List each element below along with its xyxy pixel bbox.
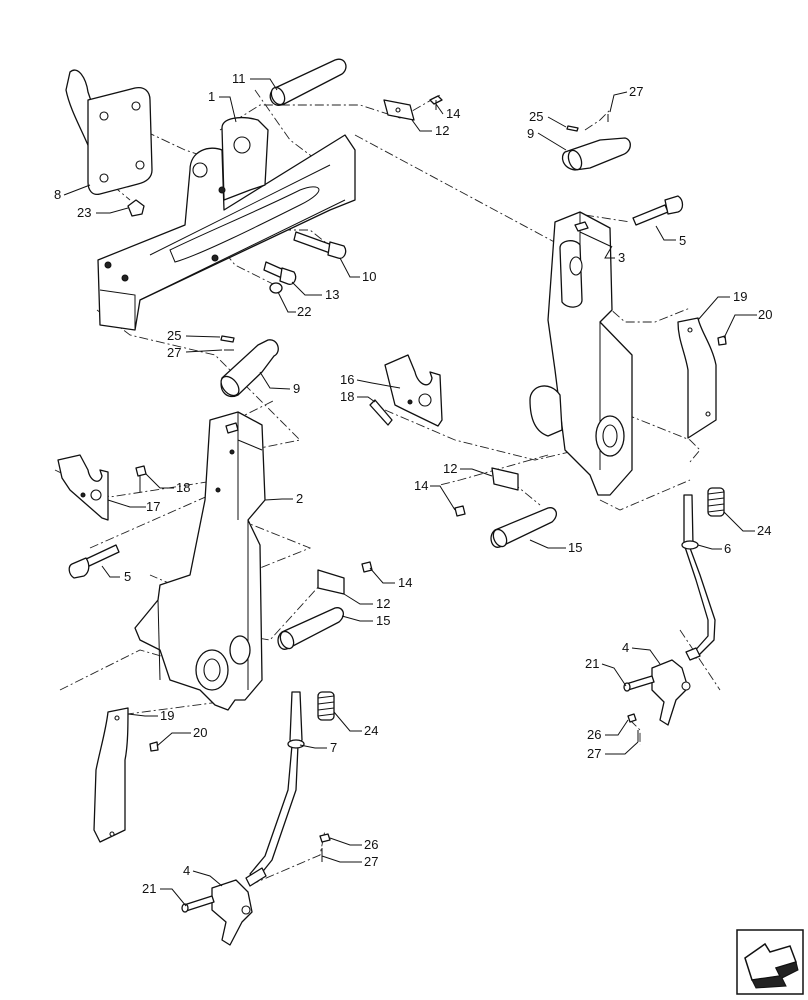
callout-7: 7 xyxy=(330,740,337,755)
callout-2: 2 xyxy=(296,491,303,506)
callout-12: 12 xyxy=(376,596,390,611)
spring-part-24-left xyxy=(317,691,335,721)
callout-1: 1 xyxy=(208,89,215,104)
callout-9: 9 xyxy=(527,126,534,141)
pin-part-21-left xyxy=(181,895,215,913)
bolt-part-10 xyxy=(293,231,347,259)
rod-part-7 xyxy=(245,691,305,887)
rod-part-6 xyxy=(681,494,716,661)
plate-part-12-low xyxy=(317,569,345,595)
screw-part-20-left xyxy=(149,741,159,752)
leader-lines xyxy=(63,78,757,907)
callout-19: 19 xyxy=(160,708,174,723)
callout-13: 13 xyxy=(325,287,339,302)
callout-21: 21 xyxy=(142,881,156,896)
callout-24: 24 xyxy=(757,523,771,538)
lower-link-part-3 xyxy=(529,211,633,496)
bolt-part-5-left xyxy=(68,544,120,579)
callout-26: 26 xyxy=(364,837,378,852)
callout-17: 17 xyxy=(146,499,160,514)
page-turn-arrow-icon[interactable] xyxy=(736,929,804,995)
plate-part-19-left xyxy=(93,707,129,843)
callout-18: 18 xyxy=(176,480,190,495)
callout-labels: 11 1 14 12 27 25 9 8 23 5 3 10 13 22 19 … xyxy=(54,71,772,896)
callout-18: 18 xyxy=(340,389,354,404)
callout-20: 20 xyxy=(758,307,772,322)
callout-21: 21 xyxy=(585,656,599,671)
assembly-centerlines xyxy=(54,89,721,886)
callout-4: 4 xyxy=(622,640,629,655)
callout-23: 23 xyxy=(77,205,91,220)
bolt-part-18-mid xyxy=(369,399,393,426)
nut-part-23 xyxy=(127,199,145,217)
callout-6: 6 xyxy=(724,541,731,556)
callout-12: 12 xyxy=(435,123,449,138)
pin-part-15-left xyxy=(277,607,345,650)
callout-27: 27 xyxy=(587,746,601,761)
callout-14: 14 xyxy=(398,575,412,590)
callout-20: 20 xyxy=(193,725,207,740)
screw-part-20-right xyxy=(717,335,727,346)
pin-part-26-right xyxy=(627,713,637,723)
lever-part-4-right xyxy=(651,659,691,726)
latch-part-9-top xyxy=(561,137,631,171)
screw-part-14-top xyxy=(429,95,443,110)
pin-part-25-top xyxy=(566,125,579,132)
callout-3: 3 xyxy=(618,250,625,265)
callout-24: 24 xyxy=(364,723,378,738)
pin-part-11 xyxy=(269,58,347,106)
callout-4: 4 xyxy=(183,863,190,878)
callout-27: 27 xyxy=(167,345,181,360)
spring-part-24-right xyxy=(707,487,725,517)
bolt-part-5-top xyxy=(632,195,684,226)
callout-12: 12 xyxy=(443,461,457,476)
callout-25: 25 xyxy=(167,328,181,343)
lower-link-part-2 xyxy=(134,411,266,711)
pin-part-21-right xyxy=(623,675,655,692)
callout-5: 5 xyxy=(679,233,686,248)
pin-part-26-left xyxy=(319,833,331,843)
nut-part-22 xyxy=(269,282,283,294)
callout-22: 22 xyxy=(297,304,311,319)
callout-11: 11 xyxy=(232,71,246,86)
callout-10: 10 xyxy=(362,269,376,284)
lever-part-4-left xyxy=(211,879,253,946)
plate-part-12-mid xyxy=(491,467,519,491)
plate-part-19-right xyxy=(677,317,717,439)
hook-bracket-part-8 xyxy=(65,69,153,196)
screw-part-14-mid xyxy=(454,505,466,517)
pin-part-15-right xyxy=(490,507,558,548)
pin-part-25-mid xyxy=(220,335,235,343)
cross-beam-part-1 xyxy=(97,117,356,331)
callout-27: 27 xyxy=(364,854,378,869)
callout-19: 19 xyxy=(733,289,747,304)
hook-plate-part-16 xyxy=(384,354,443,427)
callout-16: 16 xyxy=(340,372,354,387)
callout-9: 9 xyxy=(293,381,300,396)
callout-8: 8 xyxy=(54,187,61,202)
latch-part-9-mid xyxy=(220,339,279,398)
bolt-part-13 xyxy=(263,261,297,285)
callout-27: 27 xyxy=(629,84,643,99)
callout-25: 25 xyxy=(529,109,543,124)
callout-14: 14 xyxy=(414,478,428,493)
callout-5: 5 xyxy=(124,569,131,584)
callout-14: 14 xyxy=(446,106,460,121)
plate-part-12-top xyxy=(383,99,415,121)
hook-part-17 xyxy=(57,454,109,521)
callout-26: 26 xyxy=(587,727,601,742)
bolt-part-18-left xyxy=(135,465,147,492)
screw-part-14-low xyxy=(361,561,373,573)
callout-15: 15 xyxy=(376,613,390,628)
callout-15: 15 xyxy=(568,540,582,555)
